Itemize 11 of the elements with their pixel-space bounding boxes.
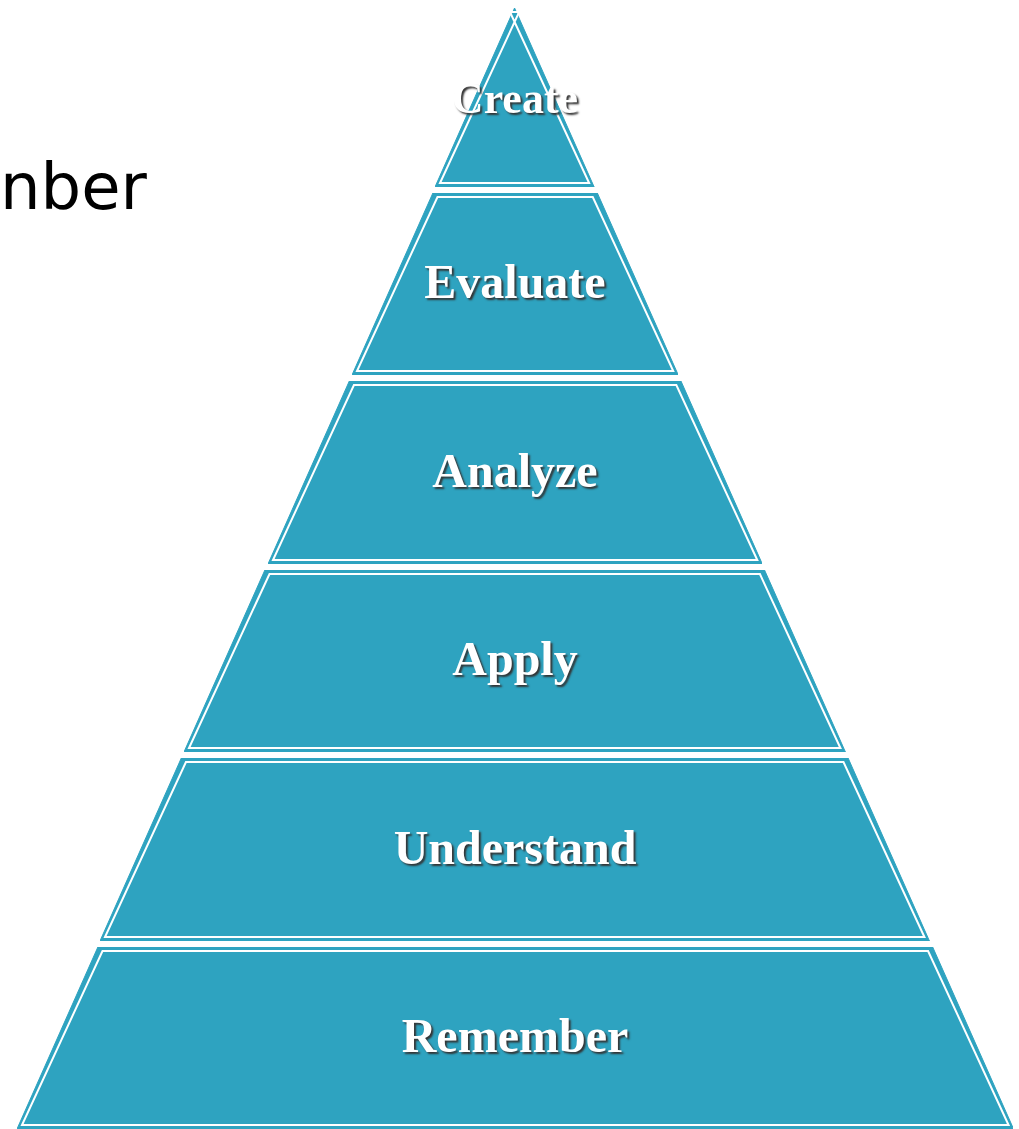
slide-text: nber	[0, 150, 147, 224]
pyramid-level	[100, 758, 930, 941]
pyramid-level	[351, 193, 679, 375]
level-label: Apply	[451, 631, 579, 686]
level-label: Understand	[392, 819, 638, 875]
level-label: Evaluate	[423, 254, 607, 309]
level-label: Analyze	[431, 442, 599, 498]
level-label: Remember	[400, 1008, 630, 1063]
pyramid-level	[16, 947, 1014, 1129]
pyramid-level	[184, 570, 846, 752]
pyramid-level	[267, 381, 763, 564]
